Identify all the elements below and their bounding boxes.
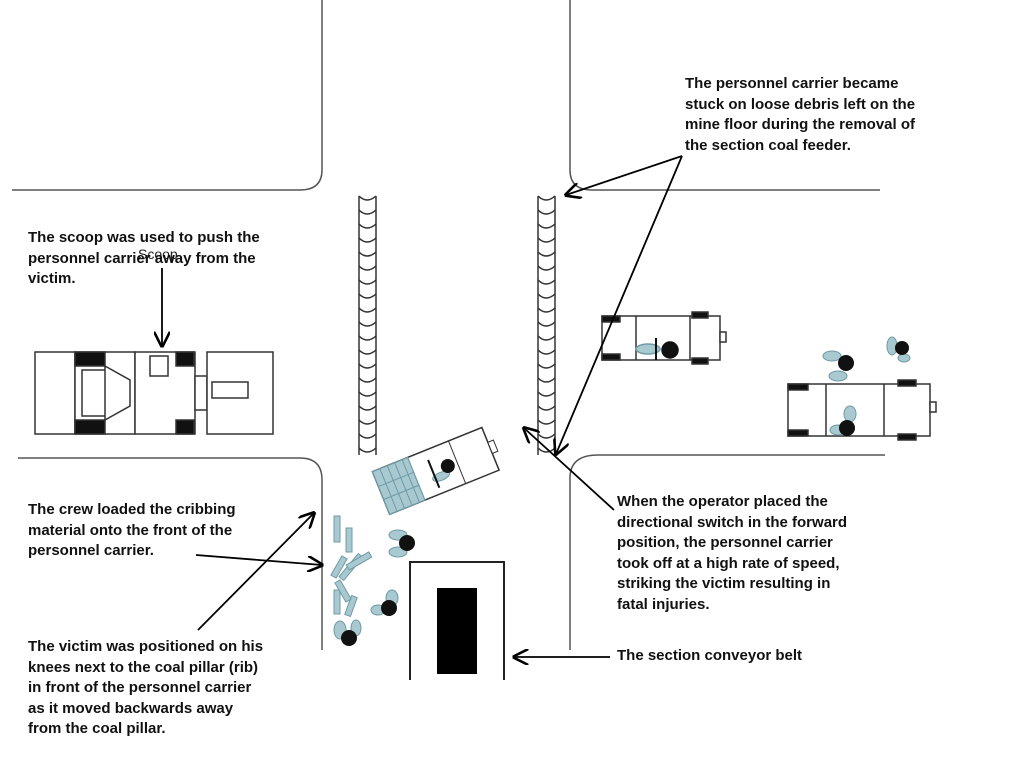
callout-conveyor-belt: The section conveyor belt (617, 647, 803, 664)
personnel-carrier-b (787, 379, 937, 441)
person-2 (886, 336, 911, 363)
person-4 (388, 529, 415, 558)
personnel-carrier-accident (371, 426, 501, 516)
callout-cribbing: The crew loaded the cribbing material on… (28, 501, 236, 559)
callout-debris: The personnel carrier became stuck on lo… (685, 75, 916, 154)
pillar-bottom-left (18, 457, 323, 650)
person-1 (822, 350, 854, 382)
scoop-label: Scoop (138, 246, 178, 262)
pillar-top-left (12, 0, 323, 191)
personnel-carrier-a (601, 311, 727, 365)
loose-cribbing (330, 515, 373, 618)
coal-pillar-outlines (12, 0, 885, 650)
person-victim (333, 619, 362, 646)
section-conveyor-belt (409, 561, 505, 680)
callout-arrows (162, 155, 683, 657)
person-3 (829, 405, 857, 436)
person-5 (370, 589, 399, 616)
callout-scoop-push: The scoop was used to push the personnel… (28, 229, 260, 287)
pillar-bottom-right (569, 454, 885, 650)
miners (333, 336, 911, 646)
rib-right (537, 195, 556, 455)
callout-victim: The victim was positioned on his knees n… (28, 638, 264, 737)
callout-directional-switch: When the operator placed the directional… (617, 493, 848, 613)
rib-left (358, 195, 377, 455)
scoop-vehicle (34, 351, 274, 435)
